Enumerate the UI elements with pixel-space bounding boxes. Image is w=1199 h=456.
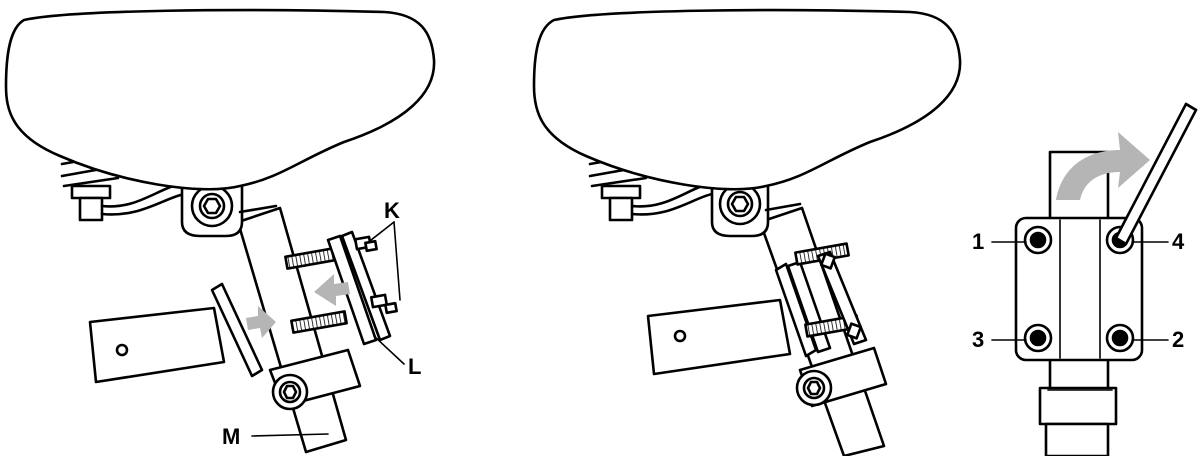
hex-key-tool	[1114, 102, 1198, 246]
label-k: K	[384, 198, 400, 223]
seat-clamp	[180, 180, 278, 238]
seat-clamp-2	[710, 180, 802, 238]
rotation-arrow-icon	[1056, 132, 1150, 200]
panel-exploded-view	[4, 8, 436, 454]
label-bolt-4: 4	[1172, 229, 1185, 254]
right-arrow-icon	[246, 306, 276, 338]
left-arrow-icon	[314, 274, 350, 306]
lower-post-clamp	[268, 348, 362, 411]
clamp-block	[1014, 216, 1144, 362]
saddle	[4, 8, 436, 191]
panel-assembled-view	[532, 8, 962, 456]
label-bolt-1: 1	[972, 229, 985, 254]
bolt-3	[1023, 323, 1053, 353]
backrest-bracket-2	[646, 242, 868, 376]
label-l: L	[408, 354, 422, 379]
bolt-1	[1023, 225, 1053, 255]
leader-lines	[251, 221, 405, 437]
lower-post-clamp-2	[795, 346, 888, 408]
bracket-clamp-plates	[284, 230, 398, 346]
backrest-bracket	[88, 282, 264, 384]
saddle-2	[532, 8, 962, 191]
label-bolt-2: 2	[1172, 327, 1185, 352]
panel-bolt-sequence	[991, 102, 1198, 456]
label-bolt-3: 3	[972, 327, 985, 352]
assembly-arrows	[246, 274, 350, 338]
bolt-2	[1105, 323, 1135, 353]
label-m: M	[222, 424, 241, 449]
bolt-leader-lines	[991, 241, 1169, 341]
